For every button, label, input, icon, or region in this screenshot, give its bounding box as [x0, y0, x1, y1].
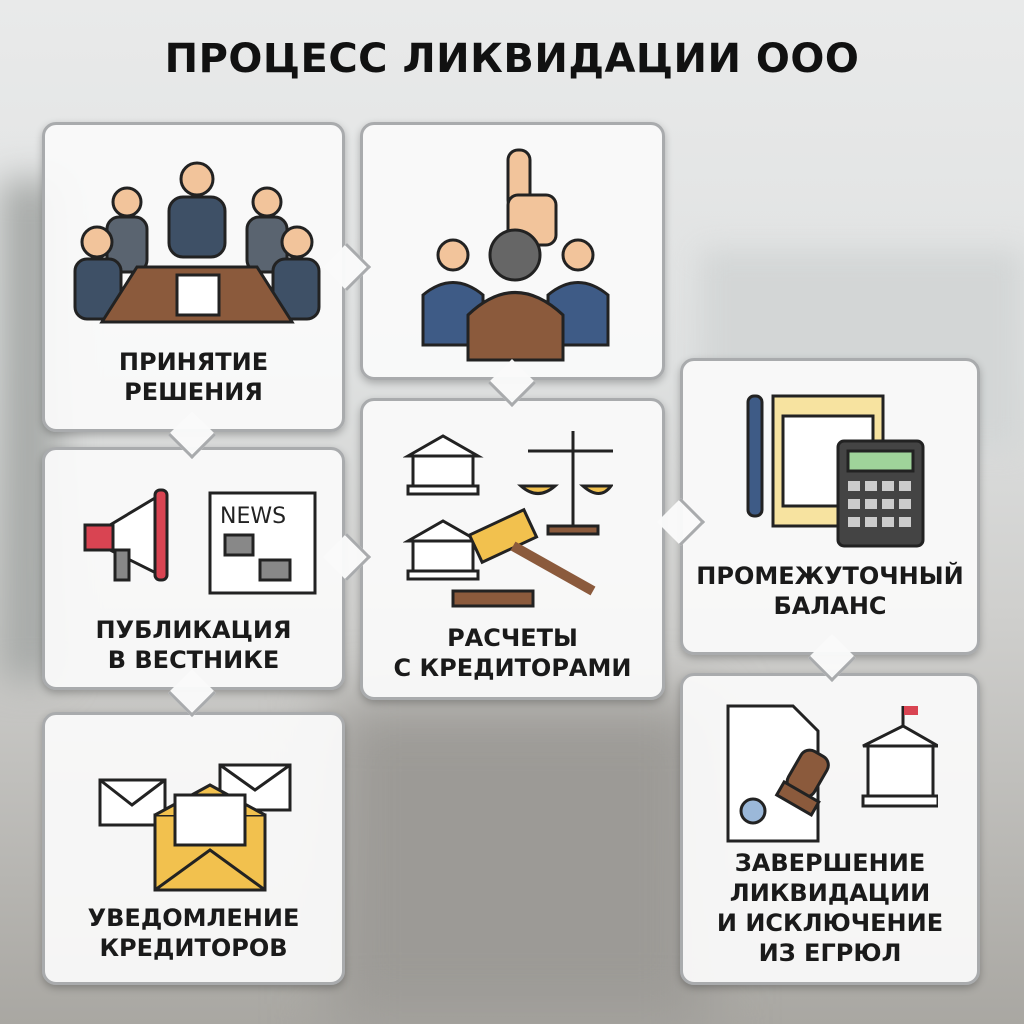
page-title: ПРОЦЕСС ЛИКВИДАЦИИ ООО — [164, 36, 860, 82]
step-label-line: ИЗ ЕГРЮЛ — [758, 939, 902, 967]
step-publication: NEWS ПУБЛИКАЦИЯ В ВЕСТНИКЕ — [42, 447, 345, 690]
step-label-line: ПУБЛИКАЦИЯ — [95, 616, 292, 644]
document-stamp-government-icon — [726, 704, 938, 843]
step-label-line: КРЕДИТОРОВ — [99, 934, 288, 962]
step-creditor-notification: УВЕДОМЛЕНИЕ КРЕДИТОРОВ — [42, 712, 345, 985]
step-label-line: ЛИКВИДАЦИИ — [729, 879, 931, 907]
step-label-line: ПРИНЯТИЕ — [118, 348, 269, 376]
envelopes-icon — [98, 763, 292, 892]
step-label-line: УВЕДОМЛЕНИЕ — [87, 904, 300, 932]
newspaper-title: NEWS — [220, 504, 286, 529]
step-label-line: С КРЕДИТОРАМИ — [393, 654, 632, 682]
meeting-table-icon — [73, 161, 321, 324]
thumbs-up-vote-icon — [421, 148, 610, 362]
step-label-line: РЕШЕНИЯ — [124, 378, 263, 406]
step-label-line: РАСЧЕТЫ — [447, 624, 578, 652]
spreadsheet-calculator-icon — [746, 394, 925, 548]
step-label-line: И ИСКЛЮЧЕНИЕ — [716, 909, 944, 937]
step-creditor-settlements: РАСЧЕТЫ С КРЕДИТОРАМИ — [360, 398, 665, 700]
step-decision: ПРИНЯТИЕ РЕШЕНИЯ — [42, 122, 345, 432]
step-label-line: БАЛАНС — [773, 592, 887, 620]
step-completion: ЗАВЕРШЕНИЕ ЛИКВИДАЦИИ И ИСКЛЮЧЕНИЕ ИЗ ЕГ… — [680, 673, 980, 985]
step-label-line: ПРОМЕЖУТОЧНЫЙ — [696, 562, 964, 590]
megaphone-newspaper-icon: NEWS — [83, 488, 317, 595]
court-scales-gavel-icon — [403, 431, 613, 608]
step-interim-balance: ПРОМЕЖУТОЧНЫЙ БАЛАНС — [680, 358, 980, 655]
step-label-line: В ВЕСТНИКЕ — [107, 646, 280, 674]
step-vote — [360, 122, 665, 380]
step-label-line: ЗАВЕРШЕНИЕ — [734, 849, 926, 877]
